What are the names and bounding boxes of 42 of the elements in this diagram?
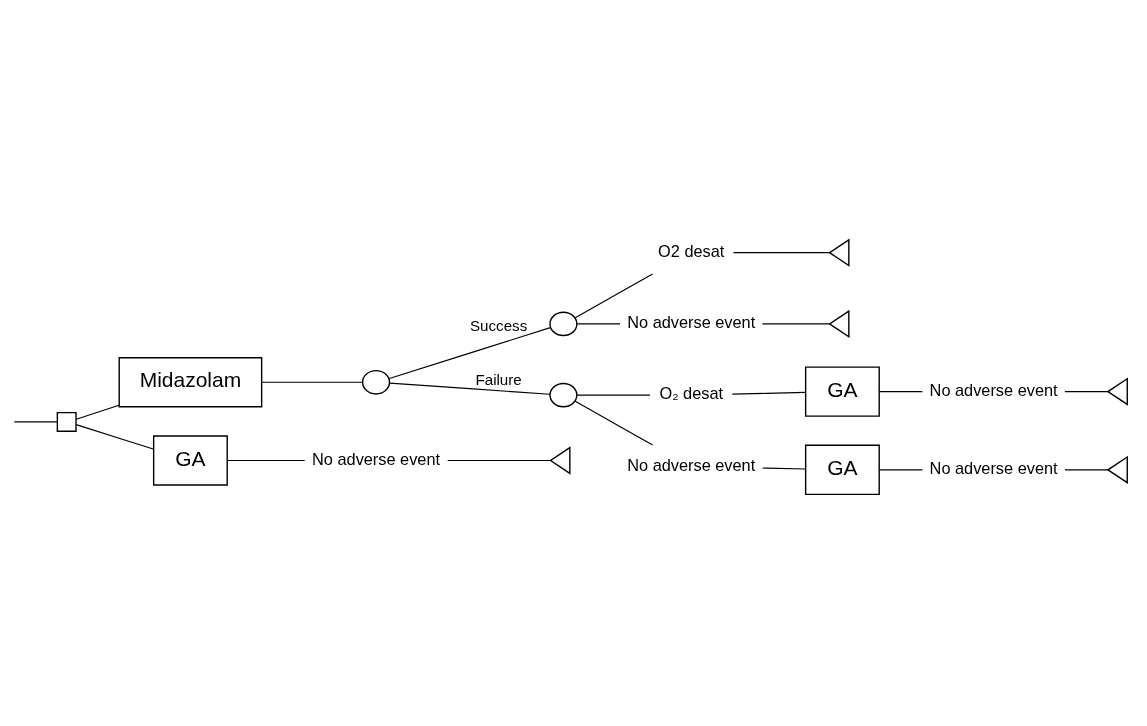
edge-label: Success [469,317,528,335]
connector [388,327,551,379]
node-circle [361,369,391,395]
connector [447,459,551,462]
node-box: GA [804,444,880,496]
connector [574,273,654,319]
connector [1064,469,1109,471]
connector [226,459,306,462]
node-text: No adverse event [627,455,756,474]
connector [731,391,806,395]
node-text: No adverse event [312,449,441,468]
node-box: GA [152,435,228,486]
connector [389,382,551,395]
node-text: O2 desat [658,242,725,260]
connector [1064,391,1109,393]
connector [576,394,651,396]
node-circle [549,311,578,337]
node-circle [549,382,578,408]
node-text: No adverse event [929,380,1058,399]
node-triangle [1106,455,1128,484]
connector [75,404,120,420]
node-box: Midazolam [118,357,263,408]
connector [261,381,364,383]
connector [13,421,58,423]
node-text: O₂ desat [659,384,724,403]
node-text: No adverse event [929,459,1058,478]
connector [761,467,807,470]
node-box: GA [804,366,880,417]
node-triangle [828,309,850,339]
connector [75,424,154,450]
node-box [56,411,77,432]
connector [761,323,830,325]
node-triangle [828,238,850,267]
node-triangle [1106,377,1128,406]
node-text: No adverse event [627,313,756,332]
node-triangle [549,446,571,475]
connector [574,400,654,446]
connector [576,323,621,325]
edge-label: Failure [475,371,522,389]
connector [878,469,923,471]
connector [732,252,830,254]
connector [878,391,923,393]
